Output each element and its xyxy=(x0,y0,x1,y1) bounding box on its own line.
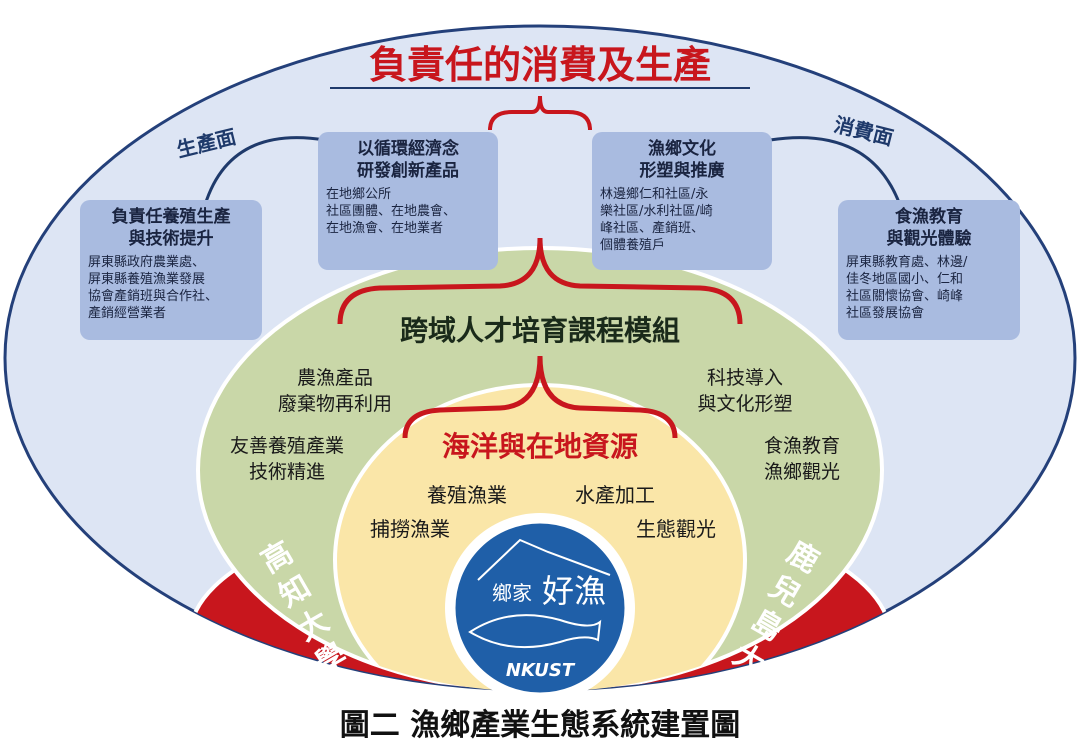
box-circular-body: 在地鄉公所 社區團體、在地農會、 在地漁會、在地業者 xyxy=(326,186,490,237)
box-circular-body-1: 在地鄉公所 xyxy=(326,187,392,202)
middle-item-1-line2: 廢棄物再利用 xyxy=(278,393,392,415)
box-culture-head-2: 形塑與推廣 xyxy=(639,161,725,181)
box-culture-body-3: 峰社區、產銷班、 xyxy=(600,221,705,236)
middle-item-3-line1: 科技導入 xyxy=(707,367,783,389)
production-arc xyxy=(203,136,326,206)
logo-brand-text: 好漁 xyxy=(542,572,606,610)
box-farming-head-1: 負責任養殖生產 xyxy=(111,207,231,227)
box-farming-body-2: 屏東縣養殖漁業發展 xyxy=(88,272,206,287)
logo-roof-icon xyxy=(477,538,611,581)
box-education-body: 屏東縣教育處、林邊/ 佳冬地區國小、仁和 社區關懷協會、崎峰 社區發展協會 xyxy=(846,254,1012,322)
consumption-arc xyxy=(769,136,902,206)
main-title: 負責任的消費及生產 xyxy=(369,43,711,87)
box-circular-economy: 以循環經濟念 研發創新產品 在地鄉公所 社區團體、在地農會、 在地漁會、在地業者 xyxy=(318,132,498,270)
box-farming-body: 屏東縣政府農業處、 屏東縣養殖漁業發展 協會產銷班與合作社、 產銷經營業者 xyxy=(88,254,254,322)
box-circular-head-2: 研發創新產品 xyxy=(357,161,459,181)
box-circular-head-1: 以循環經濟念 xyxy=(357,139,459,159)
inner-brace xyxy=(402,355,678,439)
logo-org-text: NKUST xyxy=(506,660,576,681)
logo-fish-icon xyxy=(468,614,602,649)
middle-item-4-line1: 食漁教育 xyxy=(764,435,840,457)
box-education-body-4: 社區發展協會 xyxy=(846,306,925,321)
middle-item-4-line2: 漁鄉觀光 xyxy=(764,461,840,483)
box-circular-head: 以循環經濟念 研發創新產品 xyxy=(326,138,490,182)
box-culture-body-1: 林邊鄉仁和社區/永 xyxy=(600,187,709,202)
middle-item-2-line1: 友善養殖產業 xyxy=(230,435,344,457)
inner-item-3: 捕撈漁業 xyxy=(370,517,450,541)
box-farming-body-3: 協會產銷班與合作社、 xyxy=(88,289,219,304)
inner-item-1: 養殖漁業 xyxy=(427,483,507,507)
box-culture-head: 漁鄉文化 形塑與推廣 xyxy=(600,138,764,182)
box-education-body-1: 屏東縣教育處、林邊/ xyxy=(846,255,968,270)
box-culture-body: 林邊鄉仁和社區/永 樂社區/水利社區/崎 峰社區、產銷班、 個體養殖戶 xyxy=(600,186,764,254)
middle-item-3-line2: 與文化形塑 xyxy=(697,393,792,415)
box-food-education: 食漁教育 與觀光體驗 屏東縣教育處、林邊/ 佳冬地區國小、仁和 社區關懷協會、崎… xyxy=(838,200,1020,340)
box-education-head: 食漁教育 與觀光體驗 xyxy=(846,206,1012,250)
box-fishing-culture: 漁鄉文化 形塑與推廣 林邊鄉仁和社區/永 樂社區/水利社區/崎 峰社區、產銷班、… xyxy=(592,132,772,270)
box-culture-body-2: 樂社區/水利社區/崎 xyxy=(600,204,713,219)
top-brace xyxy=(488,95,592,131)
figure-caption: 圖二 漁鄉產業生態系統建置圖 xyxy=(339,708,741,743)
middle-item-2-line2: 技術精進 xyxy=(249,461,325,483)
box-culture-body-4: 個體養殖戶 xyxy=(600,238,666,253)
box-education-head-2: 與觀光體驗 xyxy=(886,229,972,249)
middle-brace xyxy=(337,237,743,325)
inner-item-4: 生態觀光 xyxy=(636,517,716,541)
middle-title: 跨域人才培育課程模組 xyxy=(400,314,680,347)
inner-item-2: 水產加工 xyxy=(575,483,655,507)
logo-small-text: 鄉家 xyxy=(492,581,532,605)
box-education-body-2: 佳冬地區國小、仁和 xyxy=(846,272,964,287)
box-education-head-1: 食漁教育 xyxy=(895,207,963,227)
box-circular-body-3: 在地漁會、在地業者 xyxy=(326,221,444,236)
box-farming-body-4: 產銷經營業者 xyxy=(88,306,167,321)
box-responsible-farming: 負責任養殖生產 與技術提升 屏東縣政府農業處、 屏東縣養殖漁業發展 協會產銷班與… xyxy=(80,200,262,340)
box-farming-body-1: 屏東縣政府農業處、 xyxy=(88,255,206,270)
box-farming-head-2: 與技術提升 xyxy=(128,229,214,249)
nkust-logo: 鄉家 好漁 NKUST xyxy=(445,513,635,703)
box-culture-head-1: 漁鄉文化 xyxy=(648,139,716,159)
box-farming-head: 負責任養殖生產 與技術提升 xyxy=(88,206,254,250)
middle-item-1-line1: 農漁產品 xyxy=(297,367,373,389)
box-circular-body-2: 社區團體、在地農會、 xyxy=(326,204,457,219)
box-education-body-3: 社區關懷協會、崎峰 xyxy=(846,289,964,304)
diagram-canvas: 負責任的消費及生產 生產面 消費面 跨域人才培育課程模組 農漁產品 廢棄物再利用… xyxy=(3,24,1077,703)
inner-title: 海洋與在地資源 xyxy=(442,430,638,463)
